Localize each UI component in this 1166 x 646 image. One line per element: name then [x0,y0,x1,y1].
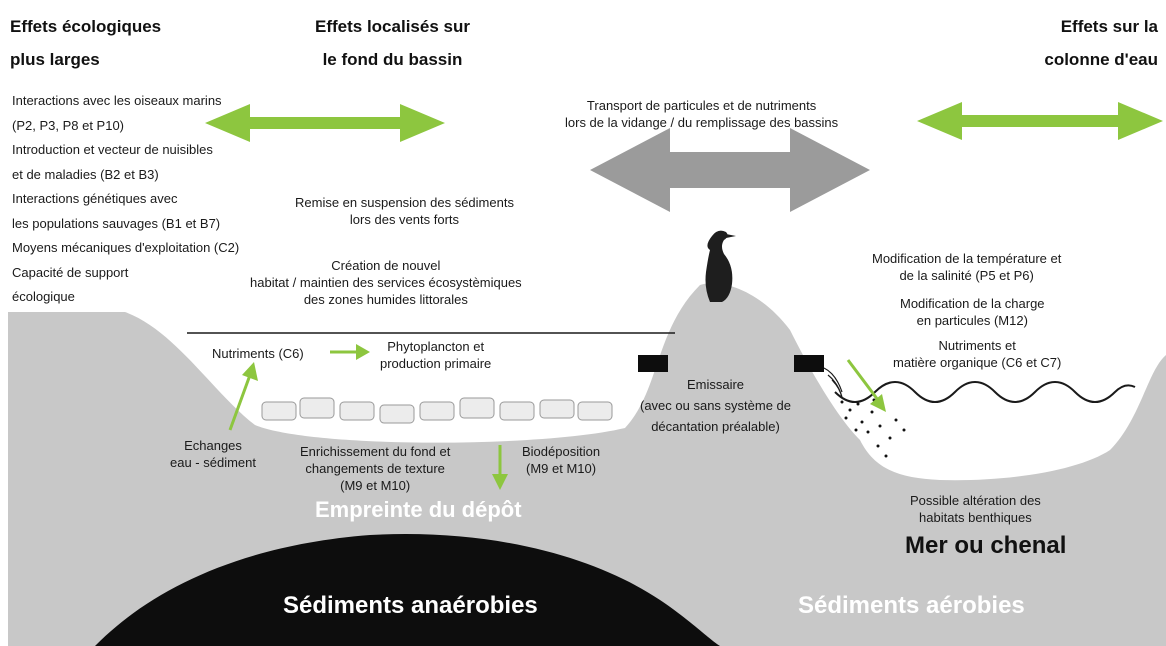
outfall-plume [824,368,842,398]
label-nutriments-mo: Nutriments et matière organique (C6 et C… [893,337,1061,371]
list-item: Capacité de support [12,261,239,286]
sluice-gate-left [638,355,668,372]
wider-effects-list: Interactions avec les oiseaux marins (P2… [12,89,239,310]
oyster-tables [262,398,612,423]
zone-aerobies: Sédiments aérobies [798,592,1025,620]
label-phytoplancton: Phytoplancton et production primaire [380,338,491,372]
zone-mer: Mer ou chenal [905,532,1066,560]
heading-local-effects: Effets localisés sur le fond du bassin [315,10,470,76]
zone-anaerobies: Sédiments anaérobies [283,592,538,620]
label-temperature: Modification de la température et de la … [872,250,1061,284]
label-resuspension: Remise en suspension des sédiments lors … [295,194,514,228]
label-habitat: Création de nouvel habitat / maintien de… [250,257,522,308]
list-item: Moyens mécaniques d'exploitation (C2) [12,236,239,261]
label-alteration: Possible altération des habitats benthiq… [910,492,1041,526]
list-item: Interactions avec les oiseaux marins [12,89,239,114]
sluice-gate-right [794,355,824,372]
heading-water-column: Effets sur la colonne d'eau [1025,10,1158,76]
label-nutriments-c6: Nutriments (C6) [212,345,304,362]
list-item: les populations sauvages (B1 et B7) [12,212,239,237]
label-charge: Modification de la charge en particules … [900,295,1045,329]
list-item: (P2, P3, P8 et P10) [12,114,239,139]
zone-empreinte: Empreinte du dépôt [315,497,522,523]
list-item: écologique [12,285,239,310]
list-item: Interactions génétiques avec [12,187,239,212]
heading-wider-effects: Effets écologiques plus larges [10,10,161,76]
label-biodeposition: Biodéposition (M9 et M10) [522,443,600,477]
transport-double-arrow [590,128,870,212]
list-item: Introduction et vecteur de nuisibles [12,138,239,163]
label-echanges: Echanges eau - sédiment [170,437,256,471]
list-item: et de maladies (B2 et B3) [12,163,239,188]
label-emissaire: Emissaire (avec ou sans système de décan… [640,374,791,437]
label-transport: Transport de particules et de nutriments… [565,97,838,131]
label-enrichissement: Enrichissement du fond et changements de… [300,443,450,494]
